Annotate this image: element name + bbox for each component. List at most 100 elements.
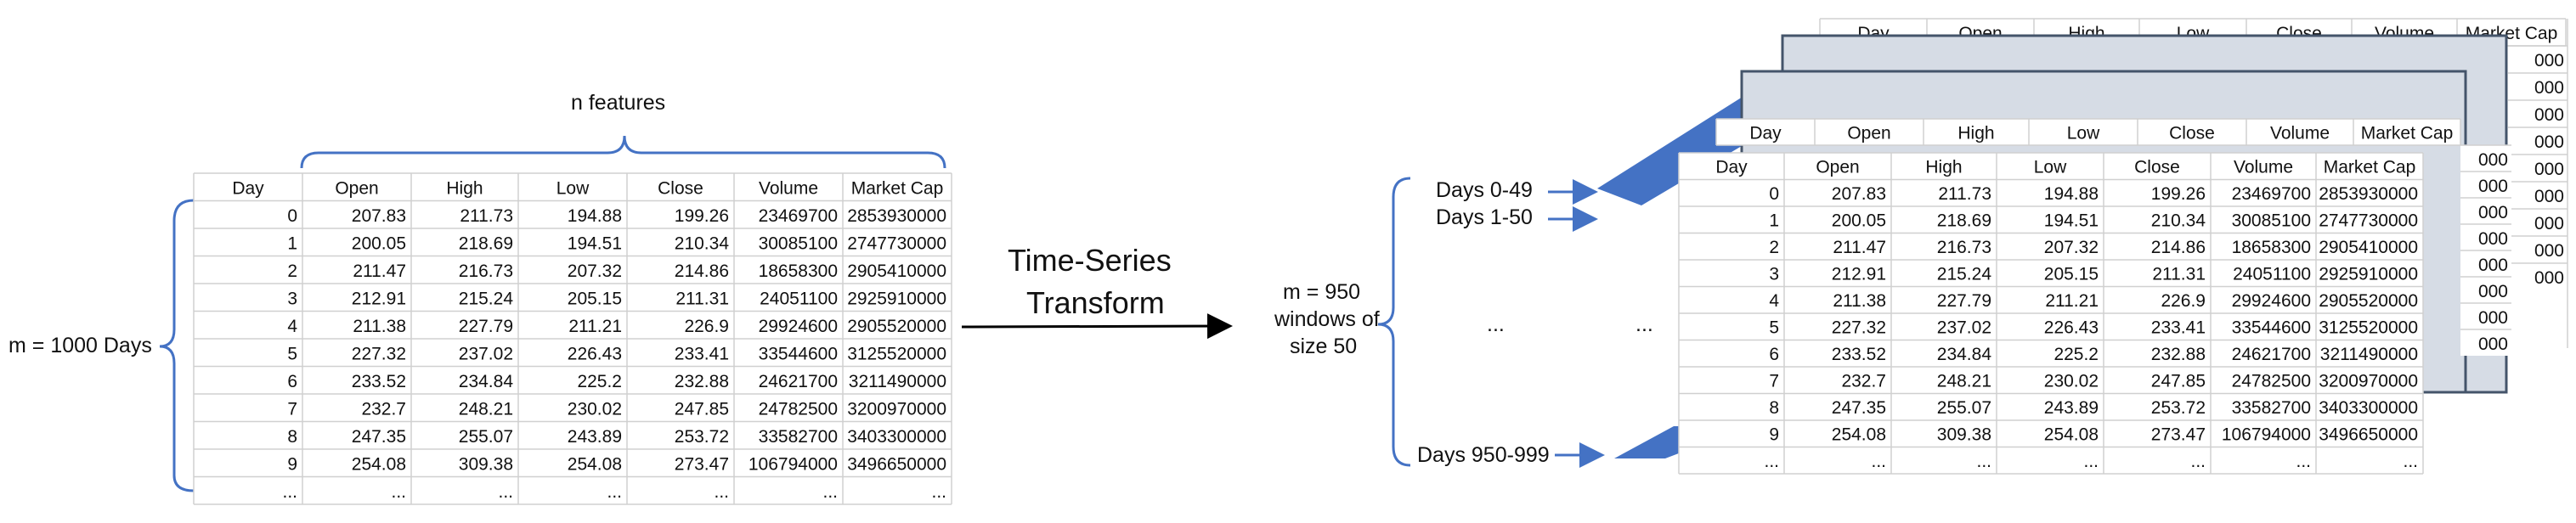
column-header: Low — [2067, 123, 2100, 143]
table-cell: 3496650000 — [2319, 425, 2418, 445]
column-header: High — [1957, 123, 1994, 143]
table-cell: 211.73 — [460, 206, 513, 226]
table-cell: 211.47 — [353, 262, 406, 281]
table-cell: 215.24 — [1937, 265, 1992, 284]
table-cell: 253.72 — [2151, 398, 2206, 418]
table-cell: 255.07 — [1937, 398, 1991, 418]
table-cell: 227.32 — [1832, 318, 1886, 338]
column-header: Close — [2134, 158, 2180, 177]
table-cell: 7 — [1769, 372, 1779, 391]
table-cell: 237.02 — [459, 344, 513, 363]
table-cell: 248.21 — [459, 399, 513, 419]
table-cell: 33544600 — [759, 344, 838, 363]
table-cell: 234.84 — [1937, 345, 1992, 364]
table-cell: ... — [1976, 452, 1991, 471]
table-cell: 000 — [2534, 160, 2564, 179]
table-cell: ... — [2296, 452, 2311, 471]
table-cell: 9 — [1769, 425, 1779, 445]
table-cell: 2925910000 — [2319, 265, 2418, 284]
table-cell: 000 — [2478, 229, 2508, 249]
table-cell: 2905410000 — [847, 262, 946, 281]
transform-label-line1: Time-Series — [1008, 243, 1172, 278]
table-cell: 212.91 — [352, 289, 406, 308]
table-cell: ... — [2190, 452, 2206, 471]
table-cell: 2905410000 — [2319, 238, 2418, 257]
table-cell: 2905520000 — [847, 317, 946, 336]
table-cell: 2747730000 — [2319, 211, 2418, 231]
table-cell: 211.21 — [568, 317, 622, 336]
column-header: Open — [335, 178, 378, 198]
table-cell: 233.41 — [2151, 318, 2206, 338]
table-cell: 000 — [2478, 308, 2508, 328]
table-cell: ... — [1764, 452, 1779, 471]
table-cell: 3 — [287, 289, 297, 308]
table-cell: 232.88 — [675, 372, 729, 391]
table-cell: 207.83 — [1832, 184, 1886, 204]
table-cell: 8 — [287, 427, 297, 447]
table-cell: 24621700 — [759, 372, 838, 391]
table-cell: 000 — [2534, 241, 2564, 261]
table-cell: 29924600 — [759, 317, 838, 336]
table-cell: 211.73 — [1938, 184, 1991, 204]
table-cell: 1 — [1769, 211, 1779, 231]
table-cell: 24051100 — [2233, 265, 2311, 284]
column-header: High — [1925, 158, 1962, 177]
table-cell: 000 — [2534, 51, 2564, 70]
windows-label-line1: m = 950 — [1283, 280, 1361, 304]
table-cell: 205.15 — [568, 289, 622, 308]
table-cell: ... — [607, 482, 622, 502]
table-background — [2460, 224, 2511, 250]
table-cell: 243.89 — [568, 427, 622, 447]
table-cell: 255.07 — [459, 427, 513, 447]
table-cell: 3211490000 — [2320, 345, 2418, 364]
table-cell: 234.84 — [459, 372, 514, 391]
table-cell: 2 — [1769, 238, 1779, 257]
table-cell: 233.52 — [352, 372, 406, 391]
table-cell: ... — [714, 482, 729, 502]
rows-brace — [159, 199, 195, 492]
table-cell: 247.35 — [352, 427, 406, 447]
table-cell: 24782500 — [759, 399, 838, 419]
table-cell: 232.88 — [2151, 345, 2206, 364]
table-cell: 226.43 — [568, 344, 622, 363]
column-header: Close — [658, 178, 703, 198]
table-cell: 216.73 — [1937, 238, 1991, 257]
table-cell: ... — [1871, 452, 1886, 471]
window-label-1: Days 1-50 — [1436, 205, 1533, 229]
table-cell: 215.24 — [459, 289, 514, 308]
table-cell: 216.73 — [459, 262, 513, 281]
table-cell: 5 — [287, 344, 297, 363]
table-cell: 243.89 — [2044, 398, 2099, 418]
table-cell: 309.38 — [1937, 425, 1991, 445]
table-cell: 211.21 — [2045, 291, 2099, 311]
table-cell: 207.83 — [352, 206, 406, 226]
table-cell: 211.31 — [2152, 265, 2206, 284]
table-cell: 3403300000 — [847, 427, 946, 447]
transform-arrow — [961, 313, 1233, 340]
table-cell: 3 — [1769, 265, 1779, 284]
table-cell: 309.38 — [459, 454, 513, 474]
column-header: Volume — [759, 178, 818, 198]
table-cell: 254.08 — [352, 454, 406, 474]
table-cell: 207.32 — [568, 262, 622, 281]
table-background — [2460, 145, 2511, 172]
column-header: Low — [2034, 158, 2067, 177]
table-background — [2460, 250, 2511, 277]
table-cell: 194.51 — [2044, 211, 2099, 231]
table-cell: 210.34 — [2151, 211, 2206, 231]
table-cell: 000 — [2478, 203, 2508, 222]
table-cell: 5 — [1769, 318, 1779, 338]
table-cell: 248.21 — [1937, 372, 1991, 391]
table-cell: ... — [2083, 452, 2099, 471]
table-cell: 225.2 — [577, 372, 622, 391]
table-cell: 24051100 — [760, 289, 838, 308]
table-cell: 273.47 — [675, 454, 729, 474]
table-cell: 254.08 — [1832, 425, 1886, 445]
table-cell: 232.7 — [361, 399, 406, 419]
table-background — [2460, 172, 2511, 198]
table-cell: 226.9 — [2161, 291, 2206, 311]
table-cell: 000 — [2478, 177, 2508, 196]
table-cell: 3211490000 — [849, 372, 946, 391]
